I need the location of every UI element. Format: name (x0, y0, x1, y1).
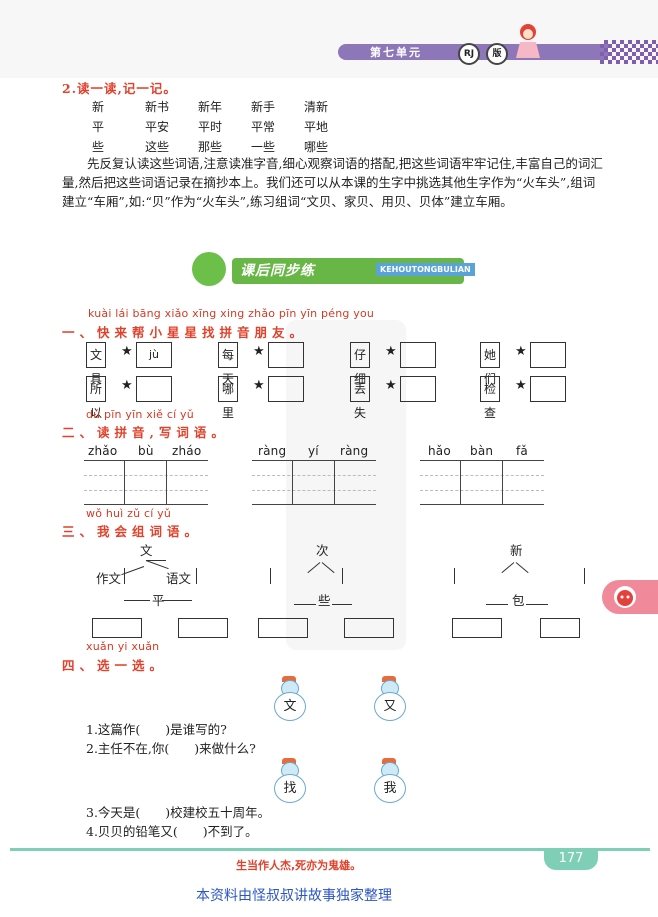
word-row-3: 些这些那些一些哪些 (92, 140, 329, 154)
footer-line (10, 848, 650, 851)
answer-box[interactable] (530, 376, 566, 402)
section4-heading: 四、选一选。 (62, 658, 168, 673)
compose-box[interactable] (178, 618, 228, 638)
monster-mascot-icon (192, 252, 226, 286)
answer-box[interactable] (136, 376, 172, 402)
section1-pinyin: kuài lái bāng xiǎo xīng xing zhǎo pīn yī… (88, 307, 375, 320)
section3-pinyin: wǒ huì zǔ cí yǔ (86, 507, 172, 520)
compose-word-yuwen: 语文 (166, 571, 192, 586)
writing-grid-3[interactable] (420, 444, 544, 505)
badge-ban: 版 (486, 43, 508, 65)
section2-pinyin: dú pīn yīn xiě cí yǔ (86, 408, 194, 421)
answer-box[interactable] (268, 342, 304, 368)
reading-heading: 2.读一读,记一记。 (62, 81, 177, 96)
question-3: 3.今天是( )校建校五十周年。 (86, 805, 271, 820)
page-header-band (0, 0, 658, 78)
compose-box[interactable] (540, 618, 580, 638)
root-char-xin: 新 (510, 543, 523, 558)
badge-rj: RJ (458, 43, 480, 65)
grid3-pinyin-3: fǎ (516, 444, 528, 458)
root-char-wen: 文 (140, 543, 153, 558)
root-char-xie: 些 (318, 593, 331, 608)
answer-box[interactable] (400, 376, 436, 402)
writing-grid-2[interactable] (252, 444, 376, 505)
question-4: 4.贝贝的铅笔又( )不到了。 (86, 824, 258, 839)
grid2-pinyin-1: ràng (258, 444, 287, 458)
banner-title: 课后同步练 (240, 263, 315, 279)
girl-mascot-icon (514, 22, 542, 60)
compose-box[interactable] (258, 618, 308, 638)
root-char-ci: 次 (316, 543, 329, 558)
checker-pattern (600, 40, 658, 64)
unit-label: 第七单元 (370, 46, 422, 59)
grid3-pinyin-1: hǎo (428, 444, 451, 458)
snowman-choice[interactable]: 找 (272, 758, 306, 803)
watermark-shape (286, 320, 406, 650)
grid1-pinyin-2: bù (138, 444, 154, 458)
footer-motto: 生当作人杰,死亦为鬼雄。 (236, 859, 362, 872)
answer-box[interactable]: jù (136, 342, 172, 368)
snowman-choice[interactable]: 文 (272, 676, 306, 721)
snowman-choice[interactable]: 又 (372, 676, 406, 721)
grid1-pinyin-3: zháo (172, 444, 202, 458)
side-tab (602, 580, 658, 614)
section2-heading: 二、读拼音,写词语。 (62, 425, 229, 440)
compose-word-zuowen: 作文 (96, 571, 122, 586)
banner-subtitle: KEHOUTONGBULIAN (376, 263, 475, 276)
grid3-pinyin-2: bàn (470, 444, 494, 458)
compose-box[interactable] (92, 618, 142, 638)
writing-grid-1[interactable] (84, 444, 208, 505)
footer-credit: 本资料由怪叔叔讲故事独家整理 (196, 888, 392, 904)
section1-heading: 一、快来帮小星星找拼音朋友。 (62, 325, 308, 340)
after-class-banner: 课后同步练 KEHOUTONGBULIAN (188, 250, 475, 290)
page-number: 177 (544, 848, 598, 870)
word-row-2: 平平安平时平常平地 (92, 120, 329, 134)
answer-box[interactable] (530, 342, 566, 368)
section4-pinyin: xuǎn yi xuǎn (86, 640, 160, 653)
word-row-1: 新新书新年新手清新 (92, 100, 329, 114)
grid2-pinyin-2: yí (308, 444, 319, 458)
root-char-bao: 包 (512, 593, 525, 608)
answer-box[interactable] (400, 342, 436, 368)
question-1: 1.这篇作( )是谁写的? (86, 722, 227, 737)
compose-box[interactable] (452, 618, 502, 638)
root-char-ping: 平 (152, 593, 165, 608)
answer-box[interactable] (268, 376, 304, 402)
snowman-choice[interactable]: 我 (372, 758, 406, 803)
grid2-pinyin-3: ràng (340, 444, 369, 458)
question-2: 2.主任不在,你( )来做什么? (86, 741, 256, 756)
section3-heading: 三、我会组词语。 (62, 524, 203, 539)
compose-box[interactable] (344, 618, 394, 638)
reading-paragraph: 先反复认读这些词语,注意读准字音,细心观察词语的搭配,把这些词语牢牢记住,丰富自… (62, 156, 603, 209)
grid1-pinyin-1: zhǎo (88, 444, 118, 458)
